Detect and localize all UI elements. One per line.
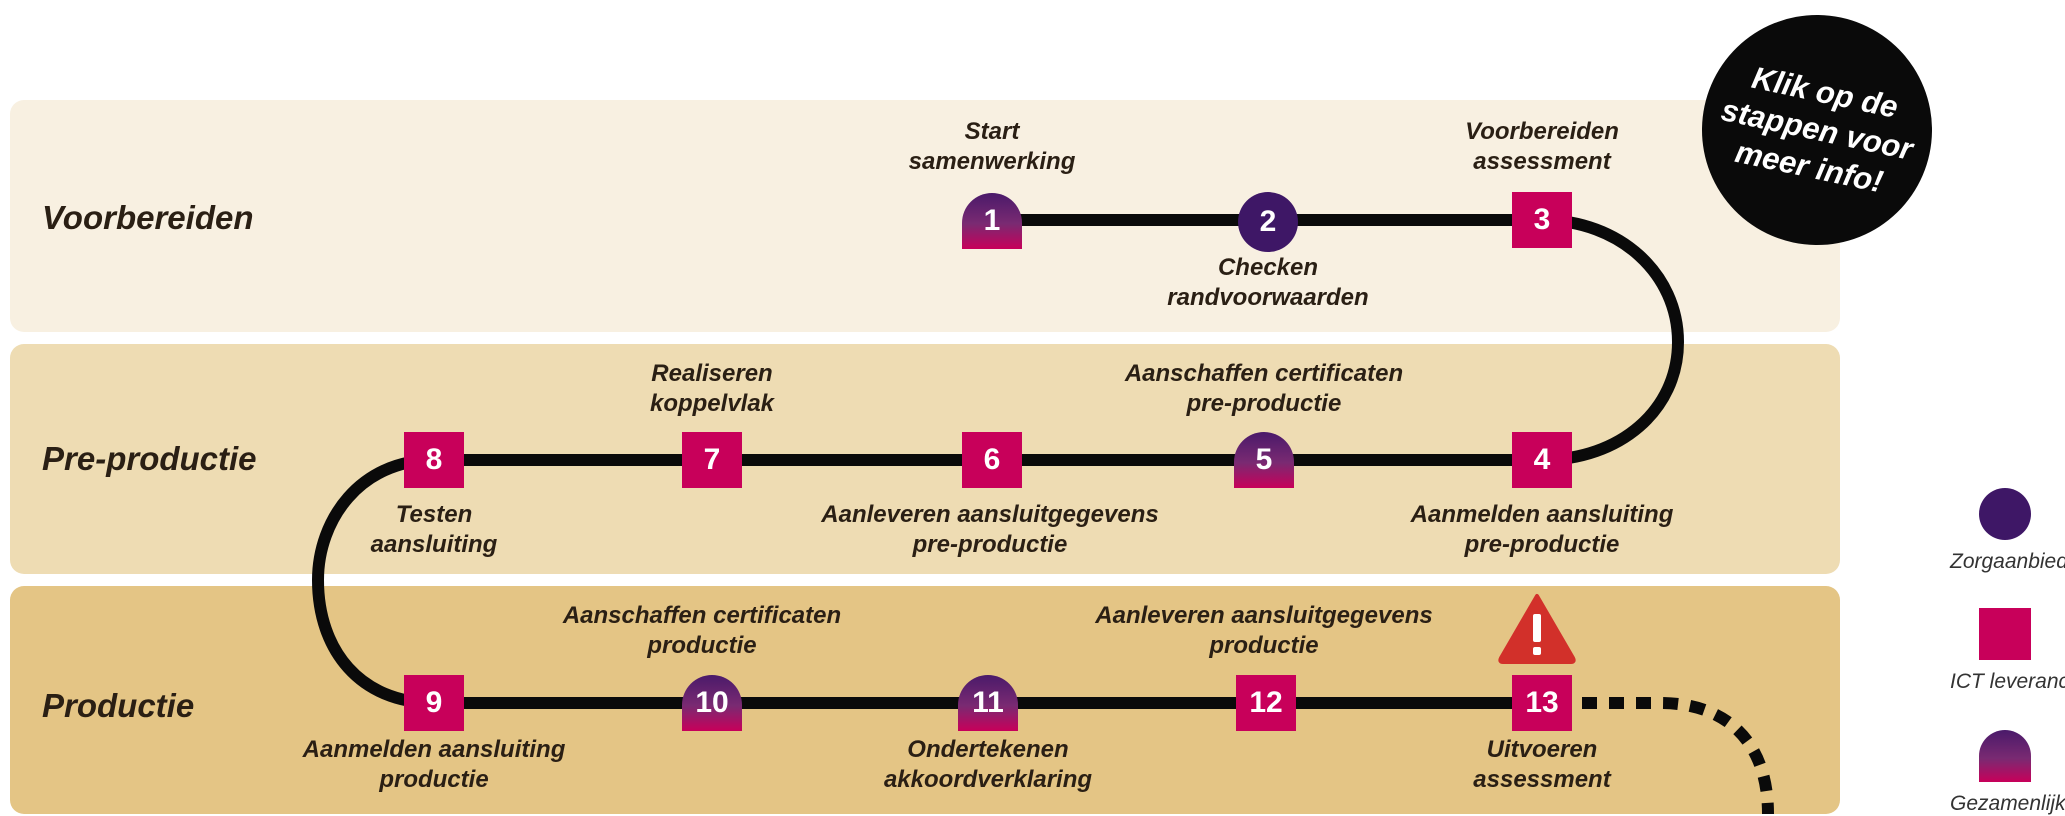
step-6[interactable]: 6 — [962, 432, 1022, 488]
step-2[interactable]: 2 — [1238, 192, 1298, 252]
step-4[interactable]: 4 — [1512, 432, 1572, 488]
step-7[interactable]: 7 — [682, 432, 742, 488]
legend-ict: ICT leverancier — [1950, 608, 2065, 694]
step-4-label: Aanmelden aansluiting pre-productie — [1410, 501, 1674, 558]
legend-zorgaanbieder: Zorgaanbieder — [1950, 488, 2065, 574]
legend-gezamenlijk-swatch — [1979, 730, 2031, 782]
info-cta-text: Klik op de stappen voor meer info! — [1718, 59, 1916, 200]
band-label-pre-productie: Pre-productie — [42, 440, 257, 477]
step-13[interactable]: 13 — [1512, 675, 1572, 731]
step-7-label: Realiseren koppelvlak — [649, 360, 775, 417]
step-9-label: Aanmelden aansluiting productie — [302, 736, 566, 793]
track-continuation-dotted — [1582, 697, 1774, 814]
legend-zorgaanbieder-swatch — [1979, 488, 2031, 540]
step-3-label: Voorbereiden assessment — [1465, 118, 1619, 175]
legend-gezamenlijk-label: Gezamenlijk — [1950, 792, 2065, 815]
step-12[interactable]: 12 — [1236, 675, 1296, 731]
step-8[interactable]: 8 — [404, 432, 464, 488]
step-1[interactable]: 1 — [962, 193, 1022, 249]
band-label-voorbereiden: Voorbereiden — [42, 199, 254, 236]
step-13-label: Uitvoeren assessment — [1473, 736, 1611, 793]
step-8-label: Testen aansluiting — [370, 501, 498, 558]
step-3[interactable]: 3 — [1512, 192, 1572, 248]
band-label-productie: Productie — [42, 687, 195, 724]
legend-ict-label: ICT leverancier — [1950, 670, 2065, 693]
step-10[interactable]: 10 — [682, 675, 742, 731]
exclamation-triangle-icon[interactable] — [1497, 592, 1577, 664]
step-12-label: Aanleveren aansluitgegevens productie — [1095, 602, 1433, 659]
step-9[interactable]: 9 — [404, 675, 464, 731]
step-6-label: Aanleveren aansluitgegevens pre-producti… — [821, 501, 1159, 558]
step-5-label: Aanschaffen certificaten pre-productie — [1124, 360, 1404, 417]
step-2-label: Checken randvoorwaarden — [1167, 254, 1369, 311]
step-10-label: Aanschaffen certificaten productie — [562, 602, 842, 659]
step-5[interactable]: 5 — [1234, 432, 1294, 488]
legend-zorgaanbieder-label: Zorgaanbieder — [1950, 550, 2065, 573]
step-1-label: Start samenwerking — [908, 118, 1076, 175]
step-11[interactable]: 11 — [958, 675, 1018, 731]
step-11-label: Ondertekenen akkoordverklaring — [883, 736, 1093, 793]
legend-gezamenlijk: Gezamenlijk — [1950, 730, 2065, 816]
legend-ict-swatch — [1979, 608, 2031, 660]
